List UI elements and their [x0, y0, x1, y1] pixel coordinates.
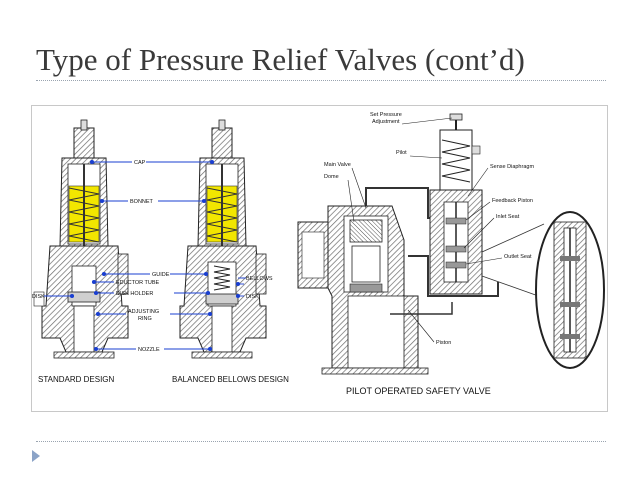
- magnified-detail: [535, 211, 605, 369]
- label-adjustment: Adjustment: [372, 119, 400, 125]
- label-sense-diaphragm: Sense Diaphragm: [490, 164, 534, 170]
- label-set-pressure: Set Pressure: [370, 112, 402, 118]
- caption-pilot-operated: PILOT OPERATED SAFETY VALVE: [346, 386, 491, 396]
- label-nozzle: NOZZLE: [138, 347, 160, 353]
- label-main-valve: Main Valve: [324, 162, 351, 168]
- slide-title: Type of Pressure Relief Valves (cont’d): [36, 42, 525, 77]
- label-ring: RING: [138, 316, 152, 322]
- caption-balanced-bellows: BALANCED BELLOWS DESIGN: [172, 375, 289, 384]
- label-disk-right: DISK: [246, 294, 259, 300]
- label-bonnet: BONNET: [130, 199, 154, 205]
- label-disk-holder: DISK HOLDER: [116, 291, 153, 297]
- label-eductor-tube: EDUCTOR TUBE: [116, 280, 160, 286]
- label-dome: Dome: [324, 174, 339, 180]
- leader-lines-right: [347, 117, 503, 343]
- label-feedback-piston: Feedback Piston: [492, 198, 533, 204]
- label-outlet-seat: Outlet Seat: [504, 254, 532, 260]
- relief-valve-diagram: CAP BONNET GUIDE EDUCTOR TUBE DISK HOLDE…: [32, 112, 605, 396]
- leader-lines-left: [44, 159, 246, 352]
- caption-standard-design: STANDARD DESIGN: [38, 375, 115, 384]
- bullet-arrow-icon: [32, 450, 40, 462]
- diagram-frame: CAP BONNET GUIDE EDUCTOR TUBE DISK HOLDE…: [31, 105, 608, 412]
- label-adjusting: ADJUSTING: [128, 309, 159, 315]
- footer-divider: [36, 441, 606, 442]
- label-inlet-seat: Inlet Seat: [496, 214, 520, 220]
- title-divider: [36, 80, 606, 81]
- label-guide: GUIDE: [152, 272, 170, 278]
- label-pilot: Pilot: [396, 150, 407, 156]
- label-bellows: BELLOWS: [246, 276, 273, 282]
- label-disk-left: DISK: [32, 294, 45, 300]
- pilot-operated-valve: [297, 113, 545, 375]
- label-piston: Piston: [436, 340, 451, 346]
- standard-valve: [33, 119, 129, 359]
- balanced-bellows-valve: [179, 119, 267, 359]
- label-cap: CAP: [134, 160, 146, 166]
